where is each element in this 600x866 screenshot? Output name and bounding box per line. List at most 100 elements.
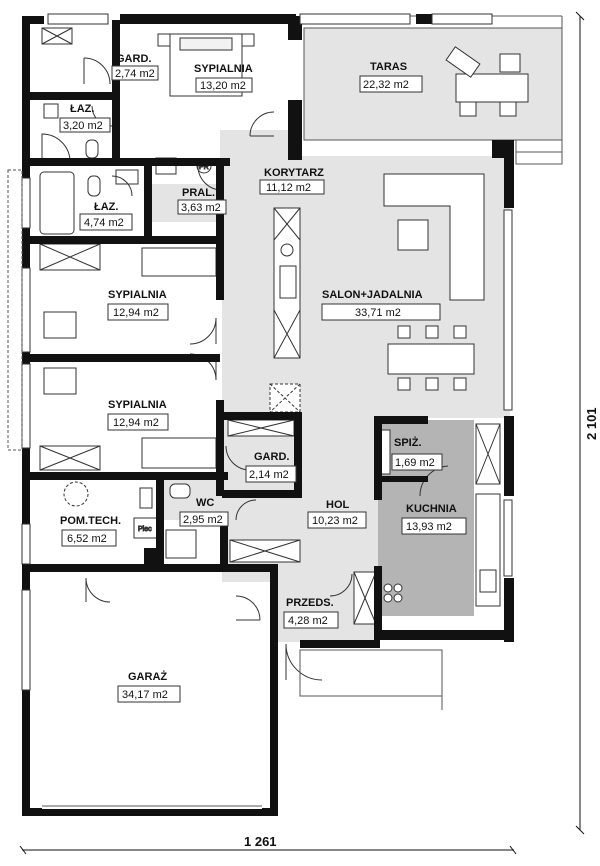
room-area-sypialnia-top: 13,20 m2 (200, 80, 246, 92)
room-name-salon: SALON+JADALNIA (322, 289, 423, 301)
kitchen-island-lower (402, 500, 474, 616)
room-area-wc: 2,95 m2 (183, 514, 223, 526)
nightstand-top-2 (241, 33, 255, 47)
area-box-przeds (283, 611, 339, 629)
room-name-taras: TARAS (370, 61, 407, 73)
hob-3 (383, 593, 393, 603)
dim-depth: 2 101 (584, 407, 599, 440)
bed-top-pillow (179, 37, 233, 51)
room-area-garaz: 34,17 m2 (122, 689, 168, 701)
room-name-sypialnia-top: SYPIALNIA (194, 63, 253, 75)
dashed-projection (7, 169, 23, 451)
room-labels: GARD. 2,74 m2 SYPIALNIA 13,20 m2 TARAS 2… (59, 53, 467, 703)
taras-chair-1 (459, 101, 477, 117)
room-name-gard-top: GARD. (116, 53, 151, 65)
area-box-wc (179, 511, 229, 527)
area-box-taras (359, 75, 423, 93)
room-area-spiz: 1,69 m2 (395, 457, 435, 469)
room-name-pral: PRAL. (182, 187, 215, 199)
dimension-lines (19, 11, 585, 855)
wc-laz-2 (87, 175, 101, 197)
area-box-laz-1 (59, 117, 111, 133)
area-box-gard-top (111, 65, 159, 81)
taras-lounger (445, 46, 481, 78)
area-box-gard-mid (245, 465, 297, 483)
coffee-table (397, 219, 429, 251)
fireplace-burner (280, 243, 294, 257)
pral-symbol: PR (199, 164, 209, 171)
entrance-canopy (299, 649, 443, 710)
taras-chair-2 (499, 101, 517, 117)
dining-table (387, 343, 475, 375)
dim-width: 1 261 (244, 834, 277, 849)
room-area-laz-2: 4,74 m2 (84, 217, 124, 229)
room-area-kuchnia: 13,93 m2 (406, 521, 452, 533)
area-box-garaz (117, 685, 181, 703)
area-box-sypialnia-low (107, 413, 169, 431)
sink-laz-2 (115, 169, 139, 185)
room-area-korytarz: 11,12 m2 (266, 182, 311, 194)
area-box-sypialnia-top (195, 77, 253, 93)
room-area-pom-tech: 6,52 m2 (67, 533, 107, 545)
fireplace-box (279, 265, 297, 299)
room-name-wc: WC (196, 497, 214, 509)
area-box-hol (307, 511, 367, 529)
shower-laz-1 (41, 133, 71, 161)
room-name-kuchnia: KUCHNIA (406, 503, 457, 515)
area-box-sypialnia-mid (107, 303, 169, 321)
room-area-pral: 3,63 m2 (181, 202, 221, 214)
area-box-spiz (391, 453, 443, 471)
room-area-taras: 22,32 m2 (363, 79, 409, 91)
area-box-kuchnia (401, 517, 467, 535)
room-area-przeds: 4,28 m2 (288, 615, 328, 627)
bathtub-laz-2 (39, 171, 75, 235)
area-box-pom-tech (61, 529, 117, 547)
room-name-hol: HOL (326, 499, 350, 511)
room-area-sypialnia-low: 12,94 m2 (113, 417, 159, 429)
room-area-sypialnia-mid: 12,94 m2 (113, 307, 159, 319)
room-area-hol: 10,23 m2 (312, 515, 358, 527)
room-area-gard-top: 2,74 m2 (115, 68, 155, 80)
desk-mid (43, 311, 77, 339)
kitchen-sink (479, 569, 497, 593)
door-swings (83, 57, 449, 681)
hob-2 (393, 583, 403, 593)
room-name-laz-1: ŁAZ. (70, 103, 94, 115)
piec-label: Piec (138, 526, 152, 533)
room-name-laz-2: ŁAZ. (94, 201, 118, 213)
room-name-korytarz: KORYTARZ (264, 167, 324, 179)
floor-korytarz-top (220, 130, 300, 160)
area-box-laz-2 (79, 213, 133, 231)
room-name-przeds: PRZEDS. (286, 597, 334, 609)
desk-low (43, 367, 77, 395)
room-name-pom-tech: POM.TECH. (60, 515, 121, 527)
hob-1 (383, 583, 393, 593)
tank (63, 481, 89, 507)
room-area-laz-1: 3,20 m2 (63, 120, 103, 132)
windows (21, 13, 513, 691)
taras-chair-3 (499, 53, 521, 73)
sink-laz-1 (43, 103, 59, 119)
wc-laz-1 (85, 139, 99, 159)
bed-mid (141, 247, 217, 277)
area-box-pral (177, 199, 227, 215)
room-name-garaz: GARAŻ (128, 670, 167, 683)
hob-4 (393, 593, 403, 603)
room-area-salon: 33,71 m2 (355, 307, 401, 319)
boiler (139, 487, 153, 509)
nightstand-top-1 (157, 33, 171, 47)
sofa-corner (383, 173, 485, 301)
room-name-spiz: SPIŻ. (394, 436, 422, 449)
area-box-korytarz (259, 179, 325, 195)
area-box-salon (321, 303, 441, 321)
room-name-gard-mid: GARD. (254, 451, 289, 463)
bed-low (141, 437, 217, 469)
wc-shower (165, 529, 197, 559)
room-area-gard-mid: 2,14 m2 (249, 469, 289, 481)
terrace-area (303, 15, 563, 165)
room-name-sypialnia-low: SYPIALNIA (108, 399, 167, 411)
taras-table (455, 73, 529, 103)
wc-toilet (169, 483, 191, 499)
room-name-sypialnia-mid: SYPIALNIA (108, 289, 167, 301)
